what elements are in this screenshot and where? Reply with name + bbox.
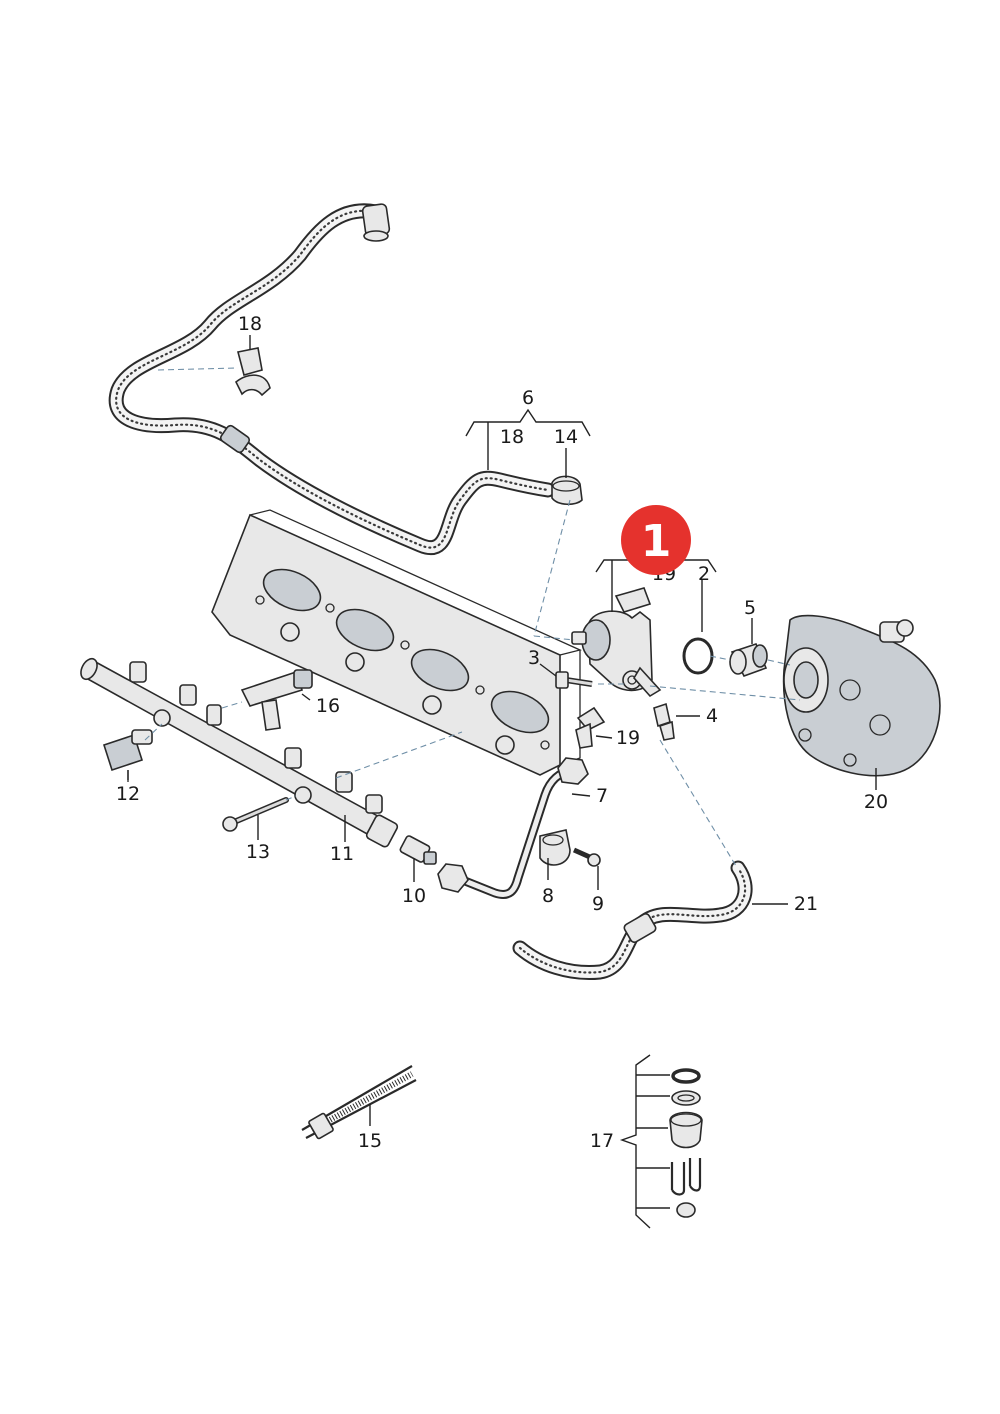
callout-5: 5 xyxy=(744,597,756,619)
callout-2: 2 xyxy=(698,563,710,585)
highlight-marker: 1 xyxy=(621,505,691,575)
callout-16: 16 xyxy=(316,695,340,717)
callout-10: 10 xyxy=(402,885,426,907)
callout-4: 4 xyxy=(706,705,718,727)
fitting-4 xyxy=(653,702,675,741)
callout-labels: 18 6 18 14 19 2 5 3 4 16 19 7 12 20 13 1… xyxy=(116,313,888,1152)
callout-13: 13 xyxy=(246,841,270,863)
pressure-sensor-12 xyxy=(102,729,153,782)
callout-6: 6 xyxy=(522,387,534,409)
roller-tappet-5 xyxy=(729,643,768,677)
callout-18-top: 18 xyxy=(238,313,262,335)
callout-7: 7 xyxy=(596,785,608,807)
bracket-6 xyxy=(465,408,591,478)
cable-ties-15 xyxy=(301,1065,417,1140)
vacuum-pump-20 xyxy=(782,614,941,777)
fitting-10 xyxy=(399,835,437,865)
callout-12: 12 xyxy=(116,783,140,805)
fuel-rail-11 xyxy=(80,657,399,848)
hose-lower-21 xyxy=(512,860,753,981)
bolt-13 xyxy=(222,795,297,832)
clamp-8 xyxy=(539,829,571,866)
callout-11: 11 xyxy=(330,843,354,865)
callout-9: 9 xyxy=(592,893,604,915)
callout-19: 19 xyxy=(616,727,640,749)
o-ring-2 xyxy=(682,637,714,675)
highlight-number: 1 xyxy=(641,516,672,567)
cylinder-head-plate xyxy=(211,509,582,776)
bolt-9 xyxy=(572,847,601,867)
clamp-14 xyxy=(551,475,583,506)
callout-14: 14 xyxy=(554,426,578,448)
clip-18-left xyxy=(157,335,271,397)
callout-20: 20 xyxy=(864,791,888,813)
callout-8: 8 xyxy=(542,885,554,907)
callout-15: 15 xyxy=(358,1130,382,1152)
callout-17: 17 xyxy=(590,1130,614,1152)
high-pressure-pump-1 xyxy=(571,587,662,698)
sensor-16 xyxy=(221,669,313,731)
callout-3: 3 xyxy=(528,647,540,669)
hose-upper xyxy=(108,203,556,555)
highlight-circle xyxy=(621,505,691,575)
seal-kit-17 xyxy=(619,1054,703,1229)
callout-21: 21 xyxy=(794,893,818,915)
callout-18: 18 xyxy=(500,426,524,448)
bolt-3 xyxy=(555,671,593,689)
fitting-19 xyxy=(575,706,606,749)
leader-lines xyxy=(144,499,801,867)
fuel-pipe-7 xyxy=(437,757,589,899)
